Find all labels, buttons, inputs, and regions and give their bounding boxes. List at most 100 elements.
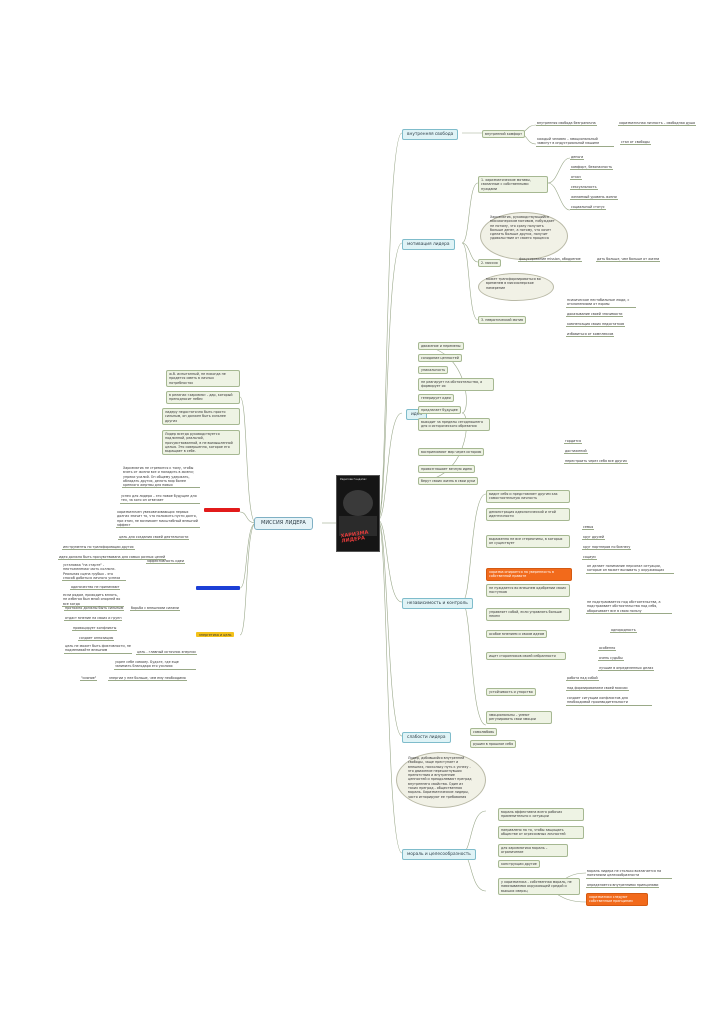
branch-moral[interactable]: мораль и целесообразность (402, 849, 476, 860)
left-yellow-leaf[interactable]: укреп себе самому. Будьте, где еще заним… (114, 660, 196, 670)
left-red-leaf[interactable]: харизматичен увековечивающих первых долг… (116, 510, 200, 529)
idea-item[interactable]: воспринимают мир через историю (418, 448, 485, 457)
motivation-leaf[interactable]: сексуальность (570, 185, 598, 191)
independence-leaf[interactable]: над формированием своей миссии (566, 686, 629, 692)
motivation-group2[interactable]: 2. миссия (478, 259, 501, 268)
motivation-leaf[interactable]: компенсация своих недостатков (566, 322, 626, 328)
left-blue-leaf[interactable]: создает оппозицию (78, 636, 115, 642)
left-note[interactable]: Лидер всегда руководствуется подлинной, … (162, 430, 240, 456)
independence-leaf[interactable]: работа над собой (566, 676, 599, 682)
idea-item[interactable]: провозглашает вечную идею (418, 465, 475, 474)
idea-item[interactable]: предлагает будущее (418, 406, 461, 415)
freedom-leaf[interactable]: стал от свободы (620, 140, 651, 146)
independence-item[interactable]: не нуждается во внешнем одобрении своих … (486, 584, 570, 597)
left-blue-leaf[interactable]: одиночество не принимают (70, 585, 121, 591)
left-blue-leaf[interactable]: если рядом, приходить вплоть, не избегая… (62, 593, 124, 607)
left-blue-leaf[interactable]: отдаст мнение на своих и групп (64, 616, 123, 622)
branch-motivation[interactable]: мотивация лидера (402, 239, 455, 250)
independence-item[interactable]: ищет сторонников своей избранности (486, 652, 566, 661)
freedom-leaf[interactable]: каждый человек – эмоциональный замкнут в… (536, 137, 614, 147)
idea-item[interactable]: не реагирует на обстоятельства, а формир… (418, 378, 494, 391)
idea-item[interactable]: уникальность (418, 366, 449, 375)
independence-item[interactable]: выраженно не все стереотипы, в которых о… (486, 535, 570, 548)
independence-item[interactable]: устойчивость и упорство (486, 688, 536, 697)
left-yellow-leaf[interactable]: цель - главный источник энергии (136, 650, 197, 656)
left-blue-leaf[interactable]: инструменты по трансформации других (62, 545, 135, 551)
motivation-leaf[interactable]: избавиться от комплексов (566, 332, 615, 338)
left-yellow-leaf[interactable]: "сияние" (80, 676, 98, 682)
motivation-leaf[interactable]: желаемый уровень жизни (570, 195, 618, 201)
idea-item[interactable]: генерирует идеи (418, 394, 454, 403)
independence-item[interactable]: демонстрация идеологический и этой идент… (486, 508, 570, 521)
independence-leaf[interactable]: создает ситуации конфликтов для необходи… (566, 696, 652, 706)
moral-item[interactable]: конструкции другие (498, 860, 540, 869)
left-note[interactable]: в религии «харизма» - дар, который препо… (166, 391, 240, 404)
blue-branch-bar[interactable] (196, 586, 240, 590)
independence-item[interactable]: особое мнением и своим идеям (486, 630, 548, 639)
freedom-leaf[interactable]: внутренняя свобода безгранична (536, 121, 597, 127)
left-blue-leaf[interactable]: борьба с внешними силами (130, 606, 180, 612)
idea-item[interactable]: созидание ценностей (418, 354, 462, 363)
moral-item[interactable]: направлено на то, чтобы защищать обществ… (498, 826, 584, 839)
moral-item[interactable]: мораль эффективна всего рабочих применит… (498, 808, 584, 821)
motivation-leaf[interactable]: отказ (570, 175, 582, 181)
motivation-group1[interactable]: 1. харизматические мотивы, связанные с с… (478, 176, 548, 193)
moral-leaf[interactable]: мораль лидера не столько возлагается на … (586, 869, 672, 879)
left-note[interactable]: лидеру недостаточно быть просто сильным,… (162, 408, 240, 425)
freedom-leaf[interactable]: харизматичная личность – свободная душа (618, 121, 697, 127)
yellow-branch-label[interactable]: энергетика и цель (196, 632, 235, 638)
branch-weakness[interactable]: слабости лидера (402, 732, 451, 743)
left-note[interactable]: ж.б. испытанный, не никогда не придется … (166, 370, 240, 387)
independence-leaf[interactable]: социум (582, 555, 597, 561)
independence-leaf[interactable]: он делает понимание персонал ситуации, к… (586, 564, 674, 574)
independence-leaf[interactable]: лучшие в определенных делах (598, 666, 655, 672)
idea-leaf[interactable]: достижений (564, 449, 588, 455)
left-blue-leaf[interactable]: цель для создания своей деятельности (118, 535, 190, 541)
motivation-group3[interactable]: 3. невротический мотив (478, 316, 527, 325)
branch-idea[interactable]: идея (406, 409, 427, 420)
left-red-leaf[interactable]: Харизматик не стремится к тому, чтобы вз… (122, 466, 200, 489)
left-yellow-leaf[interactable]: цель не может быть фиктивности, не подме… (64, 644, 132, 654)
left-blue-leaf[interactable]: протяжно должны быть сильным (64, 606, 125, 612)
idea-leaf[interactable]: гордится (564, 439, 582, 445)
independence-item-highlight[interactable]: харизма опирается на уверенность в собст… (486, 568, 572, 581)
idea-item[interactable]: берут своих жизнь в свои руки (418, 477, 479, 486)
weakness-item[interactable]: рушим в прошлое себя (470, 740, 517, 749)
motivation-leaf[interactable]: доказывание своей значимости (566, 312, 624, 318)
red-branch-bar[interactable] (204, 508, 240, 512)
left-yellow-leaf[interactable]: энергии у нее больше, чем ему необходимо (108, 676, 187, 682)
motivation-leaf[interactable]: социальный статус (570, 205, 606, 211)
independence-leaf[interactable]: семья (582, 525, 595, 531)
moral-leaf[interactable]: определяется внутренними принципами (586, 883, 660, 889)
motivation-leaf[interactable]: комфорт, безопасность (570, 165, 614, 171)
independence-item[interactable]: управляет собой, если управлять больше н… (486, 608, 570, 621)
independence-leaf[interactable]: не подстраивается под обстоятельства, а … (586, 600, 672, 614)
moral-leaf-highlight[interactable]: харизматики следуют собственным принципа… (586, 893, 648, 906)
branch-independence[interactable]: независимость и контроль (402, 598, 473, 609)
branch-freedom[interactable]: внутренняя свобода (402, 129, 459, 140)
left-blue-leaf[interactable]: установка "на старте" - неотъемлемая час… (62, 563, 126, 582)
left-blue-leaf[interactable]: идея должна быть прочувствована для самы… (58, 555, 167, 561)
left-blue-leaf[interactable]: провоцирует конфликты (72, 626, 118, 632)
idea-item[interactable]: движение и перемены (418, 342, 464, 351)
weakness-item[interactable]: самолюбовь (470, 728, 498, 737)
idea-leaf[interactable]: перестроить через себя все других (564, 459, 628, 465)
motivation-leaf[interactable]: деньги (570, 155, 585, 161)
motivation-leaf[interactable]: дать больше, чем больше от жизни (596, 257, 661, 263)
freedom-comfort-node[interactable]: внутренний комфорт (482, 130, 526, 139)
independence-item[interactable]: видит себя и представляет другим как сам… (486, 490, 570, 503)
independence-leaf[interactable]: однородность (610, 628, 637, 634)
independence-leaf[interactable]: круг друзей (582, 535, 606, 541)
idea-item[interactable]: выходит за пределы сегодняшнего дня и ис… (418, 418, 490, 431)
moral-item[interactable]: для харизматика мораль – ограничение (498, 844, 568, 857)
moral-item[interactable]: у харизматика - собственная мораль, не н… (498, 878, 580, 895)
center-node[interactable]: МИССИЯ ЛИДЕРА (254, 517, 313, 530)
motivation-leaf[interactable]: фокусирование mission, ободрение (518, 257, 582, 263)
left-blue-leaf[interactable]: эффективность идеи (146, 559, 185, 565)
independence-leaf[interactable]: круг партнеров по бизнесу (582, 545, 632, 551)
independence-leaf[interactable]: очень судьбы (598, 656, 624, 662)
independence-item[interactable]: эмоциональны – умеют регулировать свои э… (486, 711, 552, 724)
motivation-leaf[interactable]: психическое нестабильные люди, с отклоне… (566, 298, 636, 308)
independence-leaf[interactable]: особенно (598, 646, 617, 652)
left-red-leaf[interactable]: успех для лидера – это новое будущее для… (120, 494, 200, 504)
